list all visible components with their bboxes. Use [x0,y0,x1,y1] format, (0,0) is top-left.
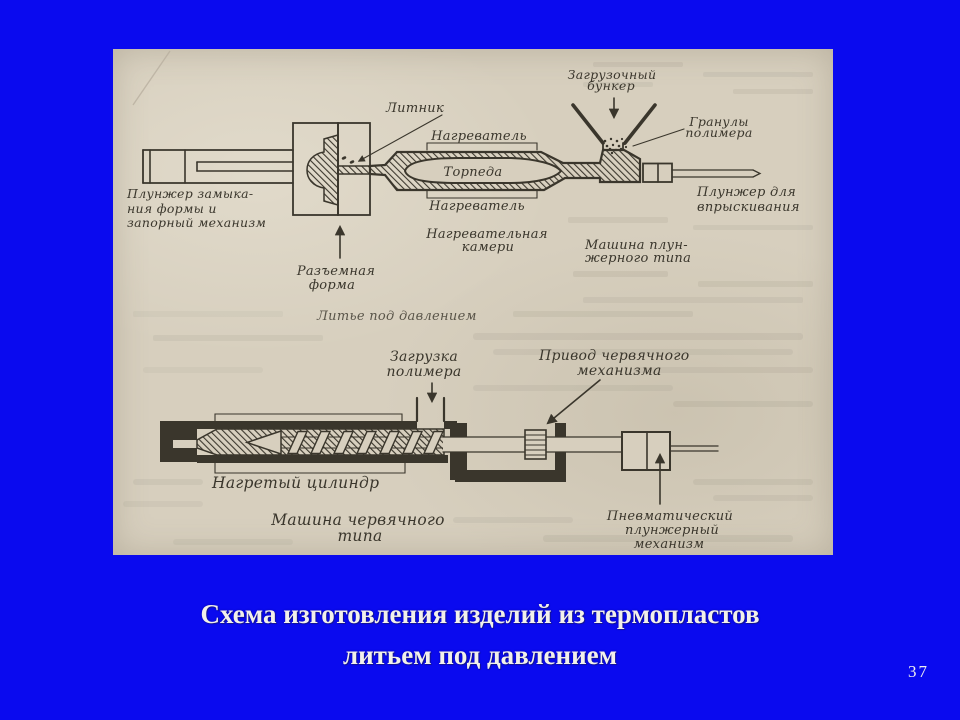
pneumatic-label-line2: плунжерный [625,523,719,538]
top-machine-pointers [334,97,685,259]
cylinder-brackets [214,413,406,474]
injection-plunger-shape [642,162,762,183]
bottom-machine-pointers [426,379,666,505]
heated-cylinder-label: Нагретый цилиндр [211,474,379,492]
feed-label-line2: полимера [387,364,462,380]
bottom-machine-drawing: Загрузка полимера Привод червячного меха… [160,348,733,552]
screw-shape [244,429,445,456]
hopper-shape [571,103,657,155]
plunger-machine-label-line2: жерного типа [585,251,691,266]
plunger-machine-label-line1: Машина плун- [584,238,688,253]
sprue-label: Литник [385,101,444,116]
caption-line1: Схема изготовления изделий из термопласт… [200,599,760,629]
diagram-svg: Литник Нагреватель Торпеда Нагреватель Н… [123,50,813,552]
granules-label-line2: полимера [685,125,752,140]
granules-label-line1: Гранулы [688,114,748,129]
torpedo-label: Торпеда [444,165,503,180]
mold-cavity-shape [306,134,339,206]
clamp-label-line1: Плунжер замыка- [126,186,253,201]
drive-label-line2: механизма [577,363,662,379]
hopper-label-line2: бункер [587,78,635,93]
page-number: 37 [908,662,929,681]
injection-plunger-label-line1: Плунжер для [696,185,796,200]
hopper-label-line1: Загрузочный [568,67,657,82]
pneumatic-cylinder-shape [621,431,719,471]
heater-top-label: Нагреватель [430,129,527,144]
process-title-label: Литье под давлением [316,309,477,324]
clamp-plunger-shape [142,149,294,184]
granule-dots [602,137,628,155]
injection-plunger-label-line2: впрыскивания [697,200,800,215]
drive-shaft-shape [442,429,624,460]
heating-chamber-label-line2: камери [462,240,514,255]
heater-brackets [426,142,538,199]
pneumatic-label-line3: механизм [634,537,705,552]
sprue-channel-shape [337,165,371,175]
mold-label-line2: форма [309,278,355,293]
clamp-label-line3: запорный механизм [127,215,266,230]
split-mold-shape [292,122,371,216]
screw-flights [286,430,445,455]
top-machine-drawing: Литник Нагреватель Торпеда Нагреватель Н… [126,67,800,293]
heating-chamber-shape [368,148,642,192]
paper-crease [132,50,171,106]
coupling-gear-shape [524,429,547,460]
screw-machine-label-line1: Машина червячного [270,511,445,529]
torpedo-shape [403,157,563,184]
screw-machine-label-line2: типа [337,527,382,545]
caption-line2: литьем под давлением [342,640,618,670]
mold-label-line1: Разъемная [296,264,375,279]
slide-caption: Схема изготовления изделий из термопласт… [40,594,920,676]
heating-chamber-label-line1: Нагревательная [425,227,548,242]
heater-bottom-label: Нагреватель [428,199,525,214]
scan-noise [123,62,813,545]
clamp-label-line2: ния формы и [127,201,217,216]
feed-label-line1: Загрузка [390,349,458,365]
drive-label-line1: Привод червячного [538,348,689,364]
pneumatic-label-line1: Пневматический [606,509,733,524]
scanned-diagram-image: Литник Нагреватель Торпеда Нагреватель Н… [113,49,833,555]
feed-throat-shape [415,396,446,423]
